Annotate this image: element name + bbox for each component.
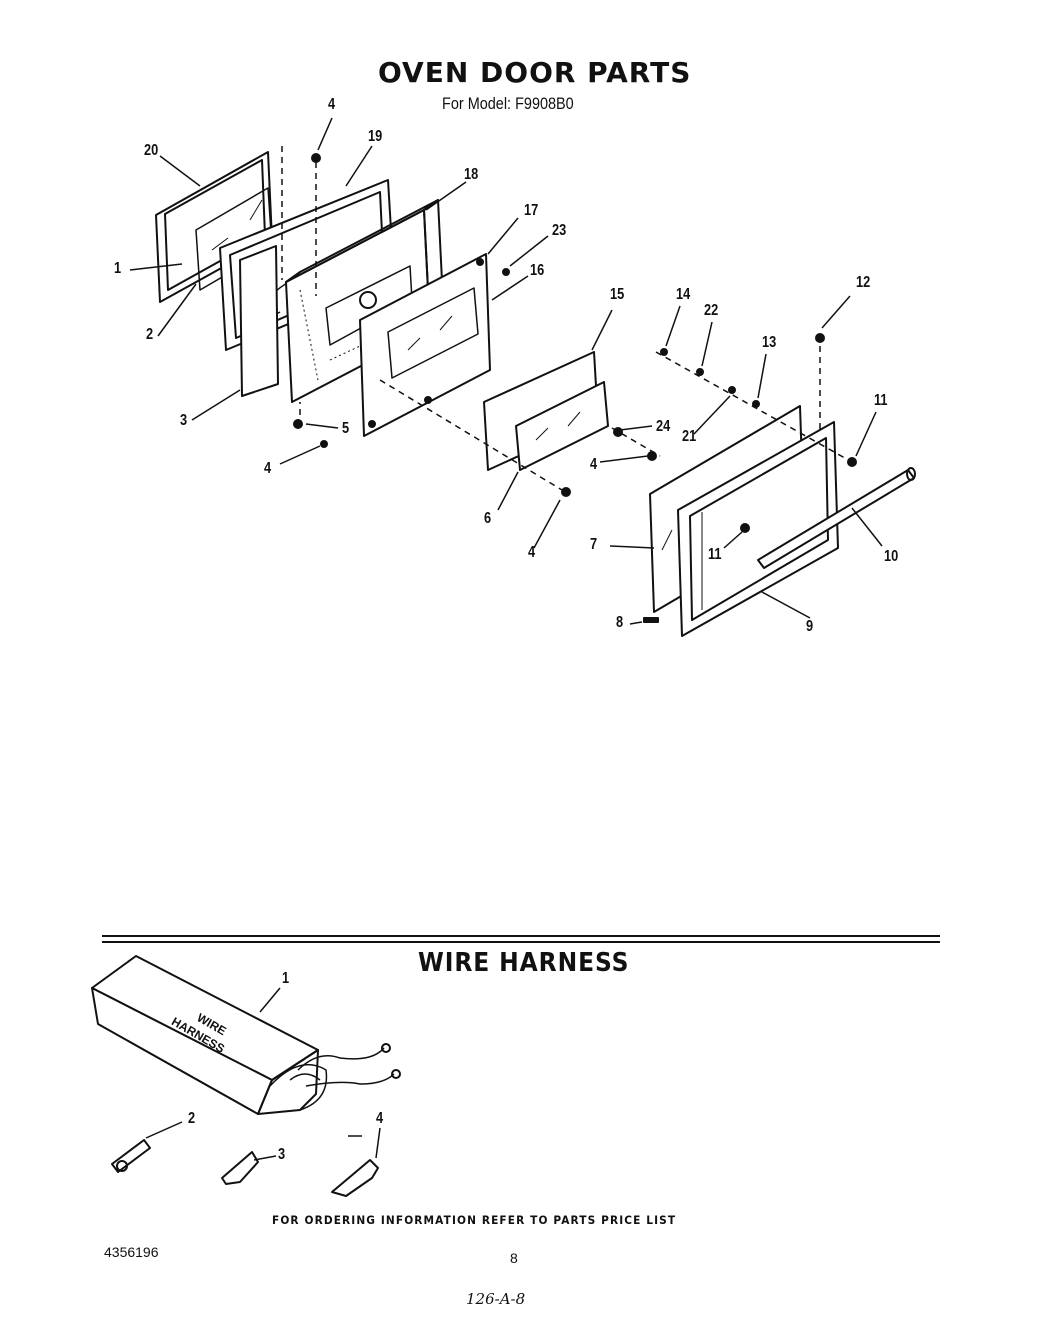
callout-11-center: 11 bbox=[708, 546, 722, 563]
page-number: 8 bbox=[510, 1250, 518, 1266]
callout-6: 6 bbox=[484, 510, 492, 527]
callout-9-visible: 9 bbox=[806, 618, 813, 636]
callout-18: 18 bbox=[464, 166, 479, 183]
handwritten-reference: 126-A-8 bbox=[466, 1290, 526, 1308]
callout-1: 1 bbox=[114, 260, 122, 277]
wire-harness-diagram bbox=[91, 955, 401, 1197]
callout-21: 21 bbox=[682, 428, 697, 445]
ordering-note: FOR ORDERING INFORMATION REFER TO PARTS … bbox=[272, 1213, 677, 1227]
assembly-lines bbox=[281, 146, 853, 491]
callout-22: 22 bbox=[704, 302, 719, 319]
callout-10: 10 bbox=[884, 548, 899, 565]
callout-19: 19 bbox=[368, 128, 383, 145]
terminal-part-3 bbox=[221, 1151, 259, 1185]
callout-5: 5 bbox=[342, 420, 350, 437]
window-pack-part bbox=[483, 351, 609, 471]
section-divider bbox=[102, 935, 940, 943]
door-handle-part bbox=[757, 467, 916, 569]
harness-callout-2: 2 bbox=[188, 1110, 196, 1127]
harness-callout-1: 1 bbox=[282, 970, 290, 987]
harness-box bbox=[91, 955, 401, 1115]
callout-17: 17 bbox=[524, 202, 539, 219]
outer-door-frame-part bbox=[677, 421, 839, 637]
callout-4-left: 4 bbox=[264, 460, 272, 477]
callout-11-right: 11 bbox=[874, 392, 888, 409]
harness-title: WIRE HARNESS bbox=[418, 948, 630, 978]
callout-4-top: 4 bbox=[328, 96, 336, 113]
callout-15: 15 bbox=[610, 286, 625, 303]
terminal-part-4 bbox=[331, 1159, 379, 1197]
callout-8-value: 8 bbox=[616, 614, 624, 631]
model-subtitle: For Model: F9908B0 bbox=[442, 94, 574, 113]
callout-8-visible: 78 bbox=[616, 614, 623, 632]
document-number: 4356196 bbox=[104, 1244, 159, 1260]
terminal-part-2 bbox=[111, 1139, 151, 1173]
harness-callout-3: 3 bbox=[278, 1146, 286, 1163]
callout-7: 7 bbox=[590, 536, 598, 553]
hardware-screws bbox=[293, 153, 857, 623]
callout-16: 16 bbox=[530, 262, 545, 279]
callout-3: 3 bbox=[180, 412, 188, 429]
callout-13: 13 bbox=[762, 334, 777, 351]
callout-20: 20 bbox=[144, 142, 159, 159]
door-frame-part bbox=[239, 245, 279, 397]
inner-glass-frame-part bbox=[359, 253, 491, 437]
harness-callout-4: 4 bbox=[376, 1110, 384, 1127]
callout-9-value: 9 bbox=[806, 618, 814, 635]
callout-23: 23 bbox=[552, 222, 567, 239]
callout-leaders bbox=[129, 117, 883, 625]
callout-4-mid: 4 bbox=[590, 456, 598, 473]
callout-4-bottom: 4 bbox=[528, 544, 536, 561]
callout-14: 14 bbox=[676, 286, 691, 303]
page-title: OVEN DOOR PARTS bbox=[378, 56, 692, 89]
callout-24: 24 bbox=[656, 418, 671, 435]
callout-12: 12 bbox=[856, 274, 871, 291]
callout-2: 2 bbox=[146, 326, 154, 343]
